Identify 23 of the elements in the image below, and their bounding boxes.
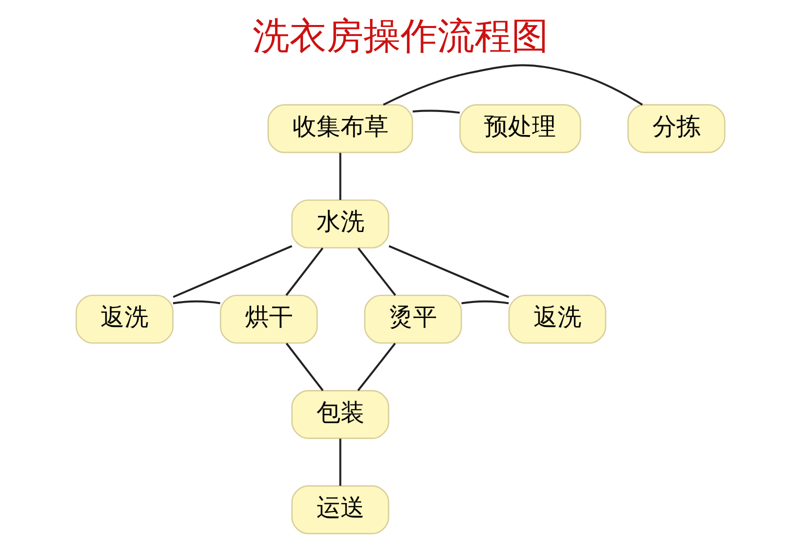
node-box: 烫平 bbox=[364, 294, 462, 344]
node-box: 返洗 bbox=[508, 294, 606, 344]
node-box: 水洗 bbox=[290, 199, 389, 248]
connector bbox=[338, 152, 341, 200]
connector bbox=[338, 438, 341, 486]
connector bbox=[285, 248, 323, 296]
connector bbox=[412, 110, 460, 114]
node-box: 预处理 bbox=[458, 104, 581, 154]
node-box: 分拣 bbox=[626, 104, 725, 154]
node-box: 返洗 bbox=[75, 294, 174, 344]
connector bbox=[172, 300, 220, 304]
node-box: 运送 bbox=[290, 485, 389, 534]
diagram-title: 洗衣房操作流程图 bbox=[252, 14, 548, 58]
node-box: 烘干 bbox=[219, 294, 318, 344]
node-box: 包装 bbox=[290, 390, 389, 439]
node-box: 收集布草 bbox=[267, 104, 413, 154]
connector bbox=[388, 245, 509, 298]
connector bbox=[285, 342, 324, 392]
connector bbox=[382, 64, 642, 106]
connector bbox=[460, 300, 508, 304]
connector bbox=[356, 342, 396, 392]
connector bbox=[172, 245, 292, 298]
connector bbox=[357, 248, 396, 296]
